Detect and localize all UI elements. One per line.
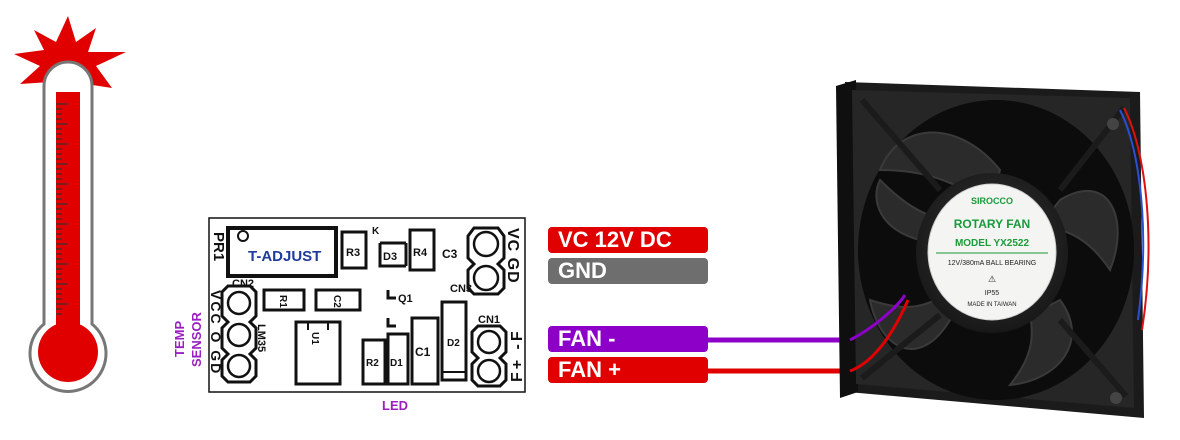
d3-label: D3	[383, 251, 397, 263]
cn2-label: CN2	[232, 278, 254, 290]
cn1-label: CN1	[478, 314, 500, 326]
c2-label: C2	[331, 295, 342, 308]
label-vc-12v-dc: VC 12V DC	[548, 227, 708, 253]
t-adjust-label: T-ADJUST	[248, 248, 321, 265]
cn3-pins-label: VC GD	[504, 228, 521, 284]
temp-label: TEMP	[172, 321, 187, 357]
led-label: LED	[382, 398, 408, 413]
cn1-pins-label: F+ -F	[509, 328, 526, 382]
r2-label: R2	[366, 358, 379, 369]
c3-label: C3	[442, 247, 458, 261]
fan-rating: 12V/380mA BALL BEARING	[948, 260, 1036, 267]
c1-label: C1	[415, 345, 431, 359]
q1-label: Q1	[398, 293, 413, 305]
r3-label: R3	[346, 247, 360, 259]
cn3-label: CN3	[450, 283, 472, 295]
k-label: K	[372, 226, 380, 237]
cn2-pins-label: VCC O GD	[208, 290, 224, 375]
fan-ip: IP55	[985, 290, 1000, 297]
label-fan-plus: FAN +	[548, 357, 708, 383]
r4-label: R4	[413, 247, 428, 259]
sensor-label: SENSOR	[189, 311, 204, 367]
r1-label: R1	[277, 295, 288, 308]
fan-title: ROTARY FAN	[954, 217, 1030, 231]
fan-brand: SIROCCO	[971, 196, 1013, 206]
lm35-label: LM35	[255, 324, 267, 352]
label-gnd: GND	[548, 258, 708, 284]
d2-label: D2	[447, 338, 460, 349]
d1-label: D1	[390, 358, 403, 369]
label-fan-minus: FAN -	[548, 326, 708, 352]
pr1-label: PR1	[210, 232, 227, 261]
fan-model: MODEL YX2522	[955, 238, 1030, 249]
u1-label: U1	[309, 332, 320, 345]
cert-icon: ⚠	[988, 274, 996, 284]
fan-origin: MADE IN TAIWAN	[967, 302, 1016, 308]
